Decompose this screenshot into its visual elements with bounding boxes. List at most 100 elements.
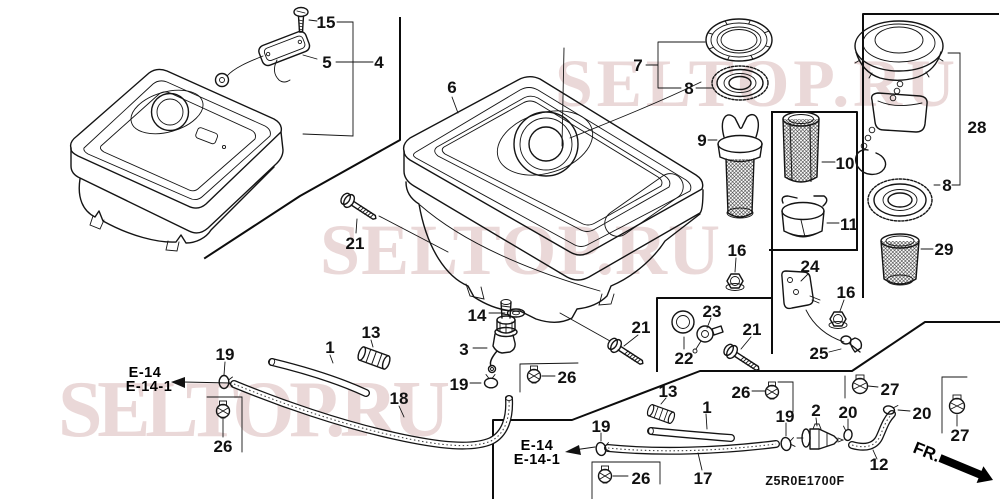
- fuel-hose-1-bottom: [647, 427, 735, 442]
- callout-15: 15: [317, 13, 336, 32]
- callout-10: 10: [836, 154, 855, 173]
- section-ref-arrows: [171, 377, 596, 455]
- callout-17: 17: [694, 469, 713, 488]
- watermark-layer: SELTOP.RU SELTOP.RU SELTOP.RU: [58, 45, 955, 454]
- fuel-hose-1-left: [268, 358, 370, 397]
- bolt-21-c: [723, 343, 760, 371]
- callout-16b: 16: [837, 283, 856, 302]
- section-ref-labels: E-14 E-14-1 E-14 E-14-1: [126, 365, 561, 468]
- fuel-cap-7: [705, 18, 773, 62]
- callout-20a: 20: [839, 403, 858, 422]
- strainer-cup-9: [717, 113, 763, 219]
- callout-labels: 15 5 4 6 7 8 9 10 11 28 8 29 16 24 16 25…: [214, 13, 987, 488]
- callout-26a: 26: [214, 437, 233, 456]
- callout-24: 24: [801, 257, 820, 276]
- callout-27a: 27: [881, 380, 900, 399]
- lead-lines: [222, 19, 958, 477]
- callout-9: 9: [697, 131, 706, 150]
- clip-26-d: [764, 381, 780, 400]
- bolt-21-a: [340, 192, 377, 220]
- bolt-21-b: [607, 337, 644, 365]
- callout-19d: 19: [776, 407, 795, 426]
- callout-21c: 21: [743, 320, 762, 339]
- callout-21b: 21: [632, 318, 651, 337]
- callout-5: 5: [322, 53, 331, 72]
- watermark-top: SELTOP.RU: [555, 45, 955, 121]
- clip-26-c: [597, 465, 613, 484]
- front-arrow-icon: [938, 454, 993, 483]
- valve-23: [692, 325, 724, 354]
- callout-23: 23: [703, 302, 722, 321]
- clip-19-d: [780, 436, 796, 452]
- callout-6: 6: [447, 78, 456, 97]
- clip-20-a: [843, 425, 853, 442]
- callout-19c: 19: [592, 417, 611, 436]
- cap-gasket-8: [711, 65, 769, 101]
- callout-12: 12: [870, 455, 889, 474]
- callout-4: 4: [374, 53, 384, 72]
- main-fuel-tank: [378, 47, 704, 342]
- callout-1b: 1: [702, 398, 711, 417]
- joint-13-a: [357, 346, 391, 370]
- callout-1a: 1: [325, 338, 334, 357]
- callout-8: 8: [684, 79, 693, 98]
- callout-3: 3: [459, 340, 468, 359]
- section-e141-left: E-14-1: [126, 379, 173, 395]
- section-e14-bottom: E-14: [521, 438, 554, 454]
- section-e14-left: E-14: [129, 365, 162, 381]
- watermark-bottom: SELTOP.RU: [58, 366, 450, 454]
- callout-22: 22: [675, 349, 694, 368]
- strainer-29: [880, 233, 920, 286]
- section-e141-bottom: E-14-1: [514, 452, 561, 468]
- callout-11: 11: [840, 215, 858, 234]
- clip-19-c: [595, 441, 611, 457]
- clip-27-b: [948, 394, 966, 415]
- callout-13a: 13: [362, 323, 381, 342]
- callout-16a: 16: [728, 241, 747, 260]
- cap-set-28: [854, 20, 944, 176]
- callout-7: 7: [633, 56, 642, 75]
- washer-14: [506, 308, 526, 318]
- callout-28: 28: [968, 118, 987, 137]
- callout-18: 18: [390, 389, 409, 408]
- callout-25: 25: [810, 344, 829, 363]
- diagram-code: Z5R0E1700F: [765, 474, 844, 488]
- screw-15: [293, 6, 309, 33]
- fuel-hose-18: [230, 380, 514, 450]
- joint-13-b: [646, 403, 676, 425]
- fuel-hose-17: [604, 440, 780, 455]
- callout-13b: 13: [659, 382, 678, 401]
- callout-19-left: 19: [216, 345, 235, 364]
- callout-2: 2: [811, 401, 820, 420]
- fuel-strainer-2: [796, 423, 845, 450]
- clip-20-b: [882, 405, 899, 415]
- setting-plate-24: [781, 270, 845, 343]
- section-boundaries: [203, 13, 1000, 499]
- joint-collar-11: [781, 195, 828, 238]
- front-label: FR.: [911, 438, 944, 466]
- callout-20b: 20: [913, 404, 932, 423]
- clip-19-a: [483, 374, 499, 389]
- callout-19a: 19: [450, 375, 469, 394]
- clip-19-left: [218, 374, 233, 390]
- left-fuel-tank: [69, 68, 284, 252]
- cap-gasket-8-right: [867, 178, 933, 222]
- callout-26d: 26: [732, 383, 751, 402]
- callout-29: 29: [935, 240, 954, 259]
- fuel-filter-10: [782, 111, 820, 183]
- nut-16-a: [725, 273, 745, 291]
- clamp-25: [840, 335, 863, 353]
- clip-26-b: [526, 365, 542, 384]
- nut-16-b: [828, 311, 848, 329]
- fuel-gauge-assembly: [214, 6, 311, 88]
- grommet-22: [671, 310, 695, 334]
- fuel-hose-12: [848, 410, 896, 451]
- callout-27b: 27: [951, 426, 970, 445]
- fuel-valve-3: [487, 299, 518, 374]
- callout-14: 14: [468, 306, 487, 325]
- callout-21a: 21: [346, 234, 365, 253]
- callout-8b: 8: [942, 176, 951, 195]
- callout-26b: 26: [558, 368, 577, 387]
